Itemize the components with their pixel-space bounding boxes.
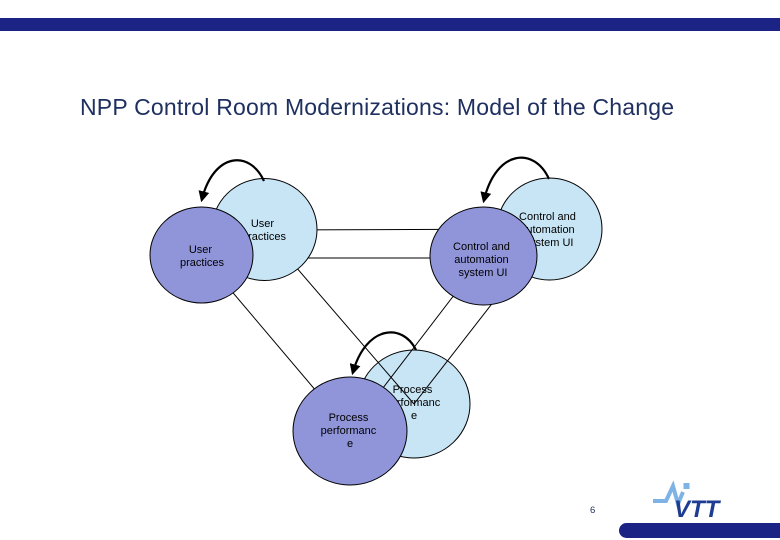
top-bar [0, 18, 780, 31]
vtt-pulse-icon [653, 480, 685, 511]
user-practices-front-label: User practices [180, 244, 225, 269]
vtt-logo: VTT [653, 480, 722, 523]
user-practices-front-ellipse [149, 206, 254, 304]
bottom-bar [619, 523, 780, 538]
process-performance-loop-arrow-icon [349, 331, 417, 376]
control-automation-ui-loop-arrow-icon [480, 156, 551, 204]
page-title: NPP Control Room Modernizations: Model o… [80, 94, 675, 120]
process-performance-front-ellipse [292, 376, 408, 486]
vtt-wordmark: VTT [674, 496, 722, 523]
page-number: 6 [590, 505, 596, 516]
user-practices-loop-arrow-icon [198, 159, 266, 203]
control-automation-ui-front-label: Control and automation system UI [453, 241, 513, 279]
control-automation-ui-front-ellipse [429, 206, 538, 306]
vtt-pulse-dot-icon [683, 483, 690, 489]
user-practices-back-label: User practices [242, 218, 287, 243]
control-automation-ui-back-label: Control and automation system UI [519, 211, 579, 249]
process-performance-front-label: Process performanc e [321, 412, 380, 450]
